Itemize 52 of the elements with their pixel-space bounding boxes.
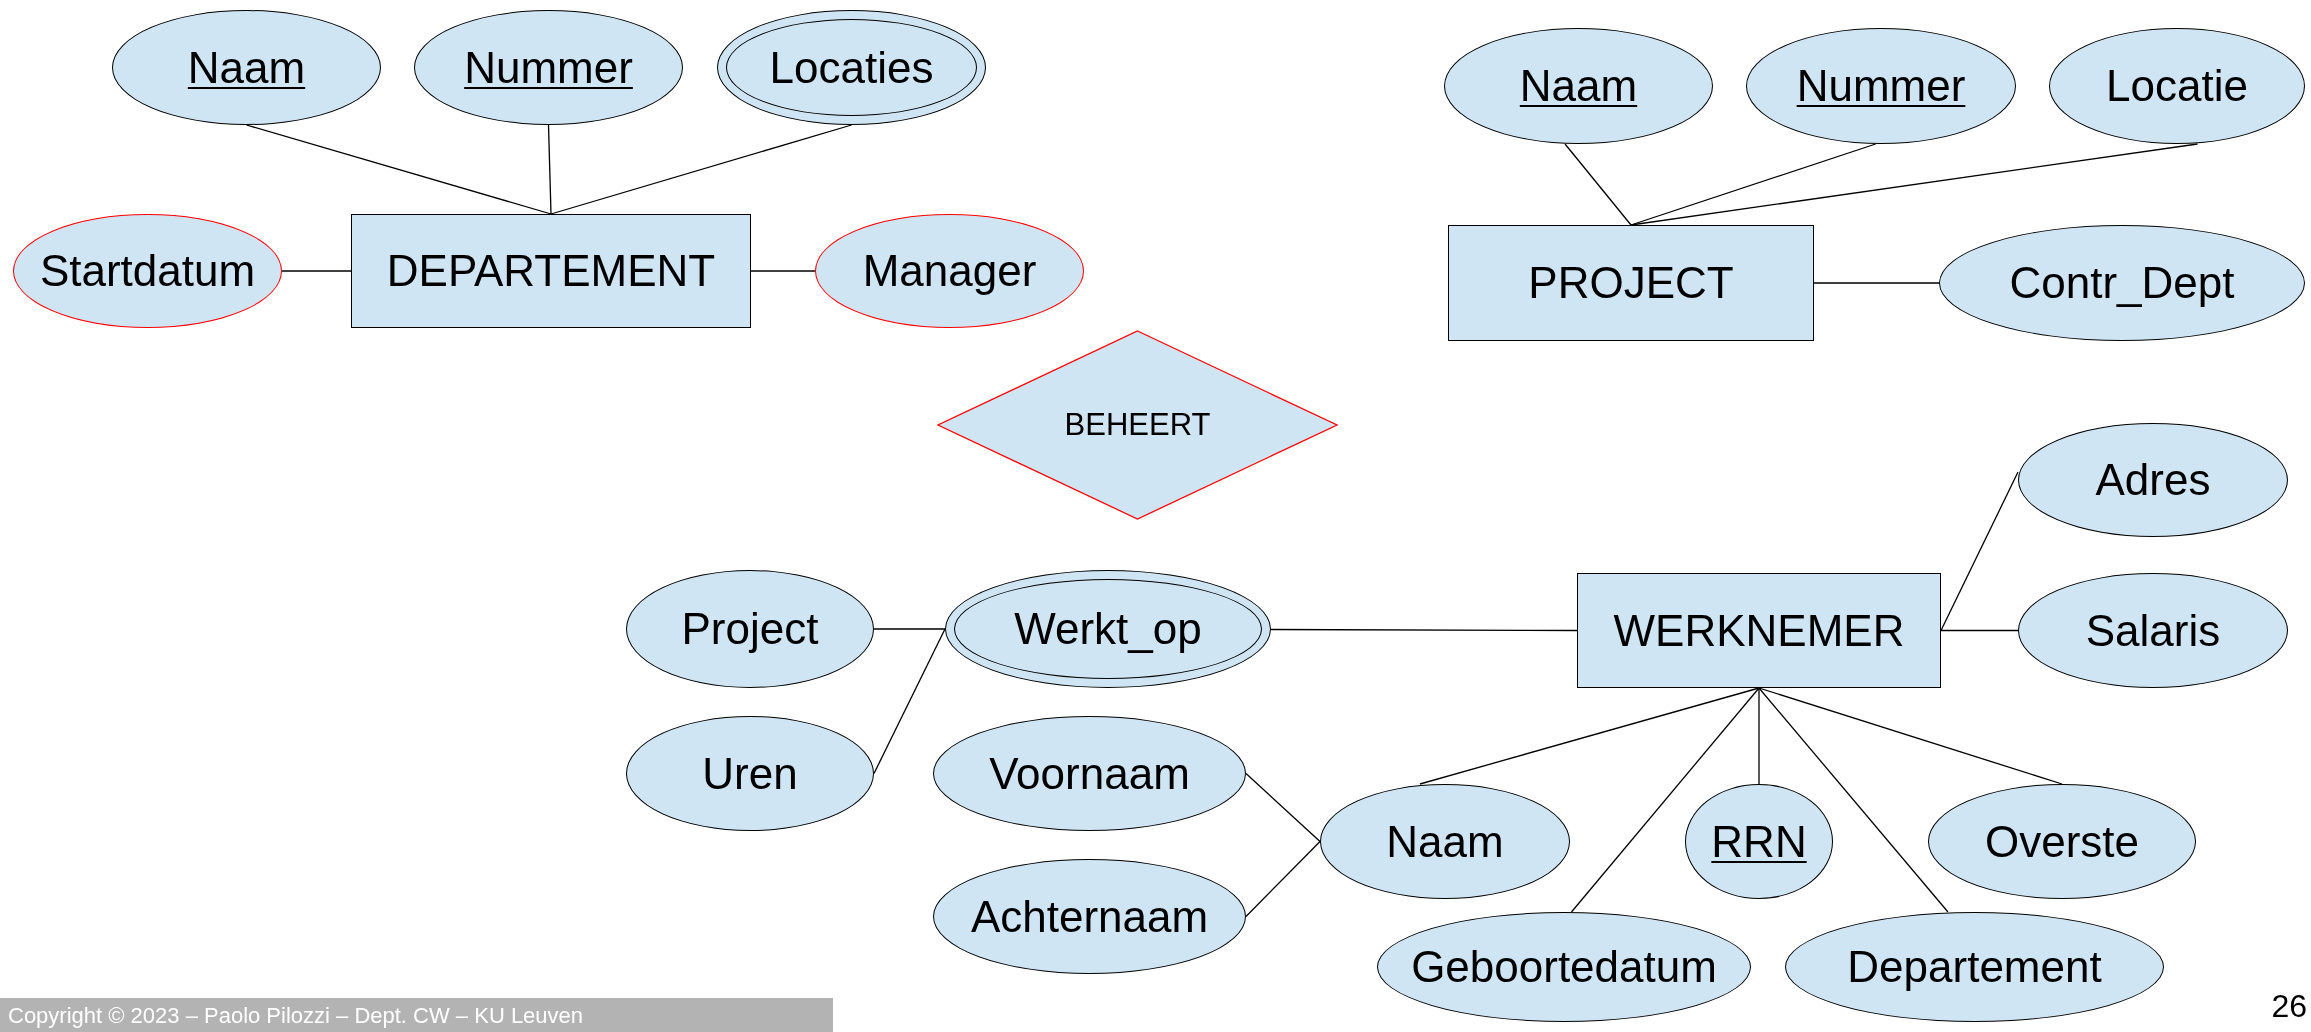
node-label: Achternaam <box>970 890 1209 943</box>
node-label: Werkt_op <box>1014 603 1202 655</box>
node-label: DEPARTEMENT <box>386 245 716 297</box>
node-label: Overste <box>1984 815 2139 868</box>
node-label: Nummer <box>464 41 633 94</box>
connector-line <box>873 628 946 775</box>
node-label: Project <box>681 603 819 655</box>
node-label: BEHEERT <box>1064 405 1211 444</box>
connector-line <box>750 270 816 272</box>
node-label: Salaris <box>2085 604 2221 657</box>
connector-line <box>1630 143 2199 226</box>
connector-line <box>1245 840 1321 918</box>
connector-line <box>245 124 552 215</box>
node-label: PROJECT <box>1528 257 1734 309</box>
node-label: Locatie <box>2106 60 2248 112</box>
connector-line <box>1564 143 1632 226</box>
node-label: Adres <box>2095 454 2211 506</box>
connector-line <box>550 124 853 215</box>
connector-line <box>1630 143 1877 226</box>
copyright-text: Copyright © 2023 – Paolo Pilozzi – Dept. CW – KU Leuven <box>8 1001 584 1030</box>
connector-line <box>281 270 352 272</box>
connector-line <box>1940 629 2019 632</box>
node-label: Manager <box>862 245 1037 297</box>
connector-line <box>873 628 946 630</box>
connector-line <box>547 124 552 215</box>
node-label: Uren <box>702 747 798 800</box>
node-label: Nummer <box>1796 60 1966 112</box>
node-label: Voornaam <box>989 747 1190 800</box>
connector-line <box>1940 471 2019 632</box>
node-label: Locaties <box>769 41 934 94</box>
node-label: Naam <box>1386 815 1504 868</box>
node-label: RRN <box>1711 815 1807 868</box>
entity-box <box>351 214 751 328</box>
node-label: Departement <box>1847 941 2102 993</box>
connector-line <box>1758 687 2063 785</box>
connector-line <box>1758 687 1949 913</box>
node-label: WERKNEMER <box>1613 604 1905 657</box>
node-label: Geboortedatum <box>1411 941 1717 993</box>
connector-line <box>1270 628 1578 632</box>
page-number: 26 <box>2271 987 2307 1026</box>
node-label: Naam <box>187 41 306 94</box>
connector-line <box>1813 282 1940 284</box>
node-label: Contr_Dept <box>2009 257 2235 309</box>
connector-line <box>1245 772 1321 843</box>
relationship-diamond <box>937 330 1338 520</box>
entity-box <box>1448 225 1814 341</box>
node-label: Naam <box>1519 60 1638 112</box>
node-label: Startdatum <box>39 245 256 297</box>
entity-box <box>1577 573 1941 688</box>
connector-line <box>1758 687 1760 785</box>
connector-line <box>1570 687 1760 913</box>
connector-line <box>1419 687 1760 785</box>
